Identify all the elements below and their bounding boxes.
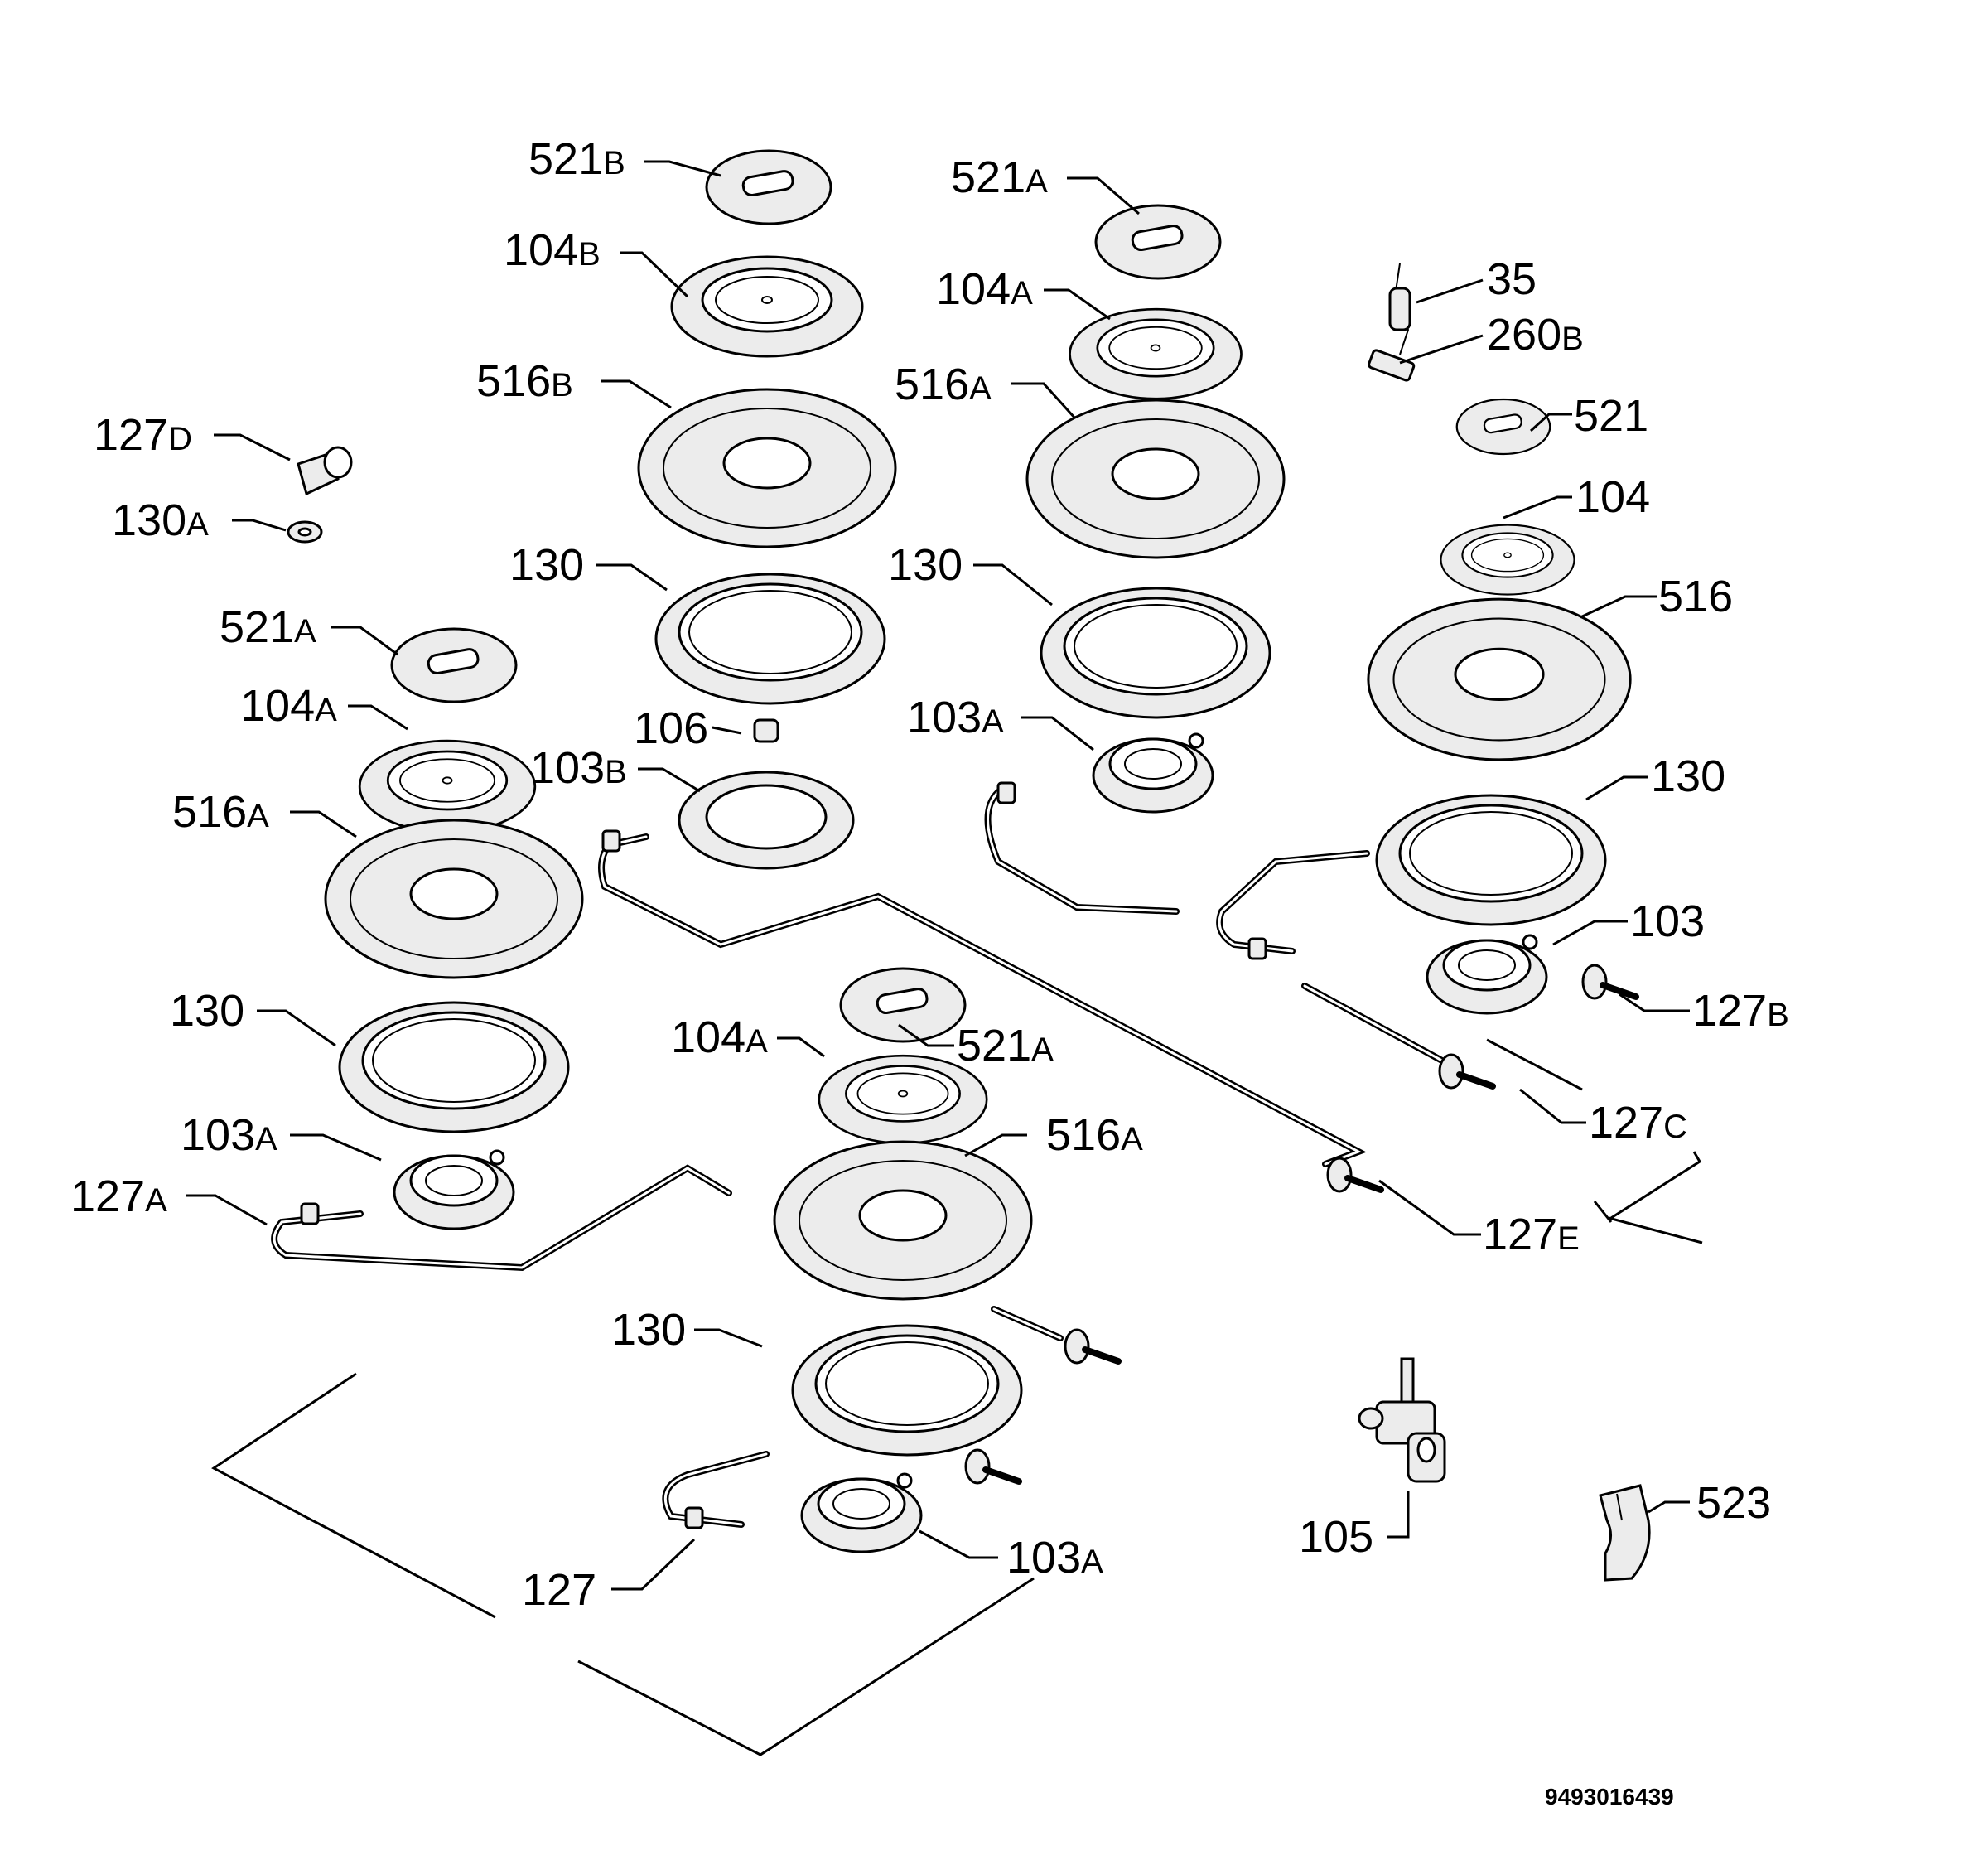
label-516: 516 bbox=[1658, 572, 1733, 621]
label-104a-top: 104A bbox=[936, 264, 1033, 314]
label-521a-left: 521A bbox=[220, 602, 316, 652]
label-260b: 260B bbox=[1487, 310, 1584, 360]
label-35: 35 bbox=[1487, 254, 1537, 304]
label-130a: 130A bbox=[112, 495, 209, 545]
part-labels: 521B 104B 516B 130 106 103B 521A 104A 51… bbox=[70, 134, 1789, 1809]
label-130-right: 130 bbox=[1651, 751, 1725, 801]
label-130-center-2: 130 bbox=[888, 540, 963, 590]
label-127a: 127A bbox=[70, 1172, 167, 1221]
label-521a-bottom: 521A bbox=[957, 1021, 1054, 1070]
label-105: 105 bbox=[1299, 1512, 1373, 1562]
label-516b: 516B bbox=[476, 356, 573, 406]
label-127b: 127B bbox=[1692, 986, 1789, 1036]
label-130-bottom: 130 bbox=[611, 1305, 686, 1355]
leader-lines bbox=[186, 160, 1690, 1591]
clip bbox=[1599, 1484, 1651, 1582]
label-521b: 521B bbox=[528, 134, 625, 184]
label-130-left: 130 bbox=[170, 986, 244, 1036]
label-127: 127 bbox=[522, 1565, 596, 1615]
label-104a-left: 104A bbox=[240, 681, 337, 731]
label-127e: 127E bbox=[1483, 1210, 1580, 1259]
label-127c: 127C bbox=[1589, 1098, 1687, 1148]
label-516a-bottom: 516A bbox=[1046, 1110, 1143, 1160]
label-103b: 103B bbox=[530, 743, 627, 793]
gas-tap bbox=[1358, 1357, 1446, 1483]
label-106: 106 bbox=[634, 703, 708, 753]
label-523: 523 bbox=[1696, 1478, 1771, 1528]
label-516a-left: 516A bbox=[172, 787, 269, 837]
label-516a-top: 516A bbox=[895, 360, 992, 409]
label-521a-top: 521A bbox=[951, 152, 1048, 202]
label-521: 521 bbox=[1574, 391, 1648, 441]
label-103a-bottom: 103A bbox=[1006, 1533, 1103, 1582]
label-103: 103 bbox=[1630, 896, 1705, 946]
label-103a-left: 103A bbox=[181, 1110, 277, 1160]
label-103a-top: 103A bbox=[907, 693, 1004, 742]
label-104a-bottom: 104A bbox=[671, 1012, 768, 1062]
label-104b: 104B bbox=[504, 225, 601, 275]
label-127d: 127D bbox=[94, 410, 192, 460]
label-130-center-1: 130 bbox=[509, 540, 584, 590]
label-104: 104 bbox=[1575, 472, 1650, 522]
bracket-lines bbox=[211, 1038, 1703, 1756]
drawing-number: 9493016439 bbox=[1545, 1784, 1674, 1809]
